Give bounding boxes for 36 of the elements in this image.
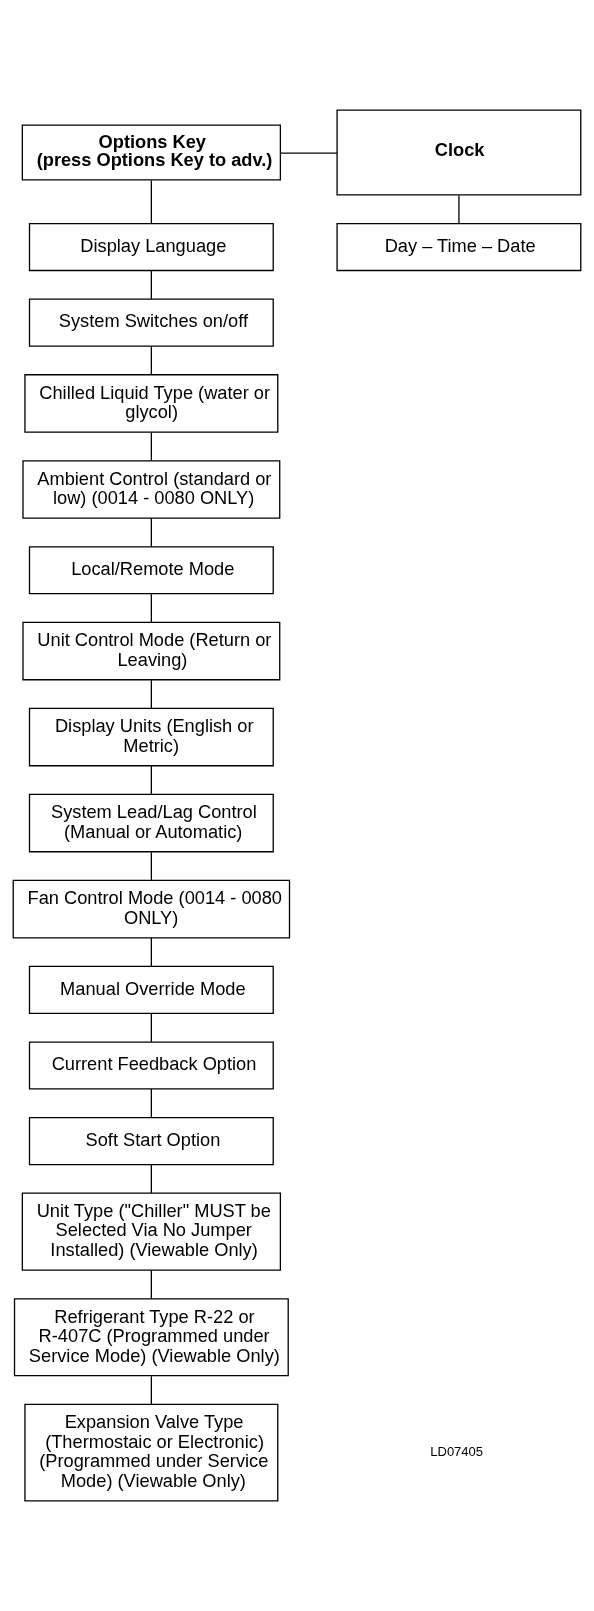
connector: [150, 937, 152, 967]
connector: [150, 1012, 152, 1043]
node-box: Clock: [336, 109, 582, 196]
label: LD07405: [430, 1443, 484, 1459]
node-box: Display Language: [28, 222, 274, 272]
node-box: Local/Remote Mode: [28, 546, 274, 595]
node-box: Ambient Control (standard or low) (0014 - 0080 ONLY): [22, 460, 281, 519]
node-box: Manual Override Mode: [28, 965, 274, 1014]
connector: [150, 1375, 152, 1405]
connector: [150, 269, 152, 300]
node-box: Unit Type ("Chiller" MUST be Selected Via No Jumper Installed) (Viewable Only): [21, 1192, 282, 1271]
node-box: Unit Control Mode (Return or Leaving): [22, 621, 281, 681]
connector: [150, 345, 152, 375]
connector: [150, 431, 152, 461]
connector: [150, 517, 152, 548]
connector: [150, 1088, 152, 1118]
connector: [458, 194, 460, 224]
node-box: Soft Start Option: [28, 1117, 274, 1166]
connector: [150, 1164, 152, 1194]
connector: [150, 179, 152, 225]
connector: [150, 679, 152, 709]
node-box: System Lead/Lag Control (Manual or Automatic): [28, 793, 274, 853]
node-box: Display Units (English or Metric): [28, 707, 274, 767]
connector: [150, 593, 152, 623]
node-box: Options Key (press Options Key to adv.): [21, 124, 282, 181]
node-box: Expansion Valve Type (Thermostaic or Electronic) (Programmed under Service Mode) (Viewable Only): [24, 1403, 279, 1502]
connector: [150, 1269, 152, 1300]
node-box: Current Feedback Option: [28, 1041, 274, 1090]
node-box: Chilled Liquid Type (water or glycol): [24, 374, 279, 433]
node-box: Refrigerant Type R-22 or R-407C (Programmed under Service Mode) (Viewable Only): [13, 1298, 289, 1377]
connector: [150, 851, 152, 881]
connector: [279, 152, 338, 154]
node-box: Day – Time – Date: [336, 222, 582, 272]
node-box: Fan Control Mode (0014 - 0080 ONLY): [12, 879, 291, 939]
node-box: System Switches on/off: [28, 298, 274, 347]
connector: [150, 765, 152, 795]
